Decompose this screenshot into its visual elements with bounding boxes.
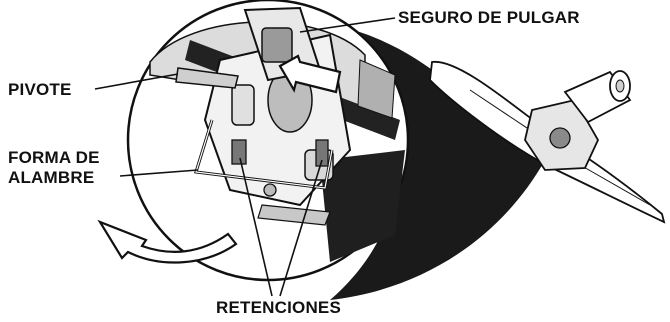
detail-circle [128,0,408,280]
label-thumb-latch: SEGURO DE PULGAR [398,8,580,28]
label-pivot: PIVOTE [8,80,72,100]
label-wire-form-line1: FORMA DE [8,148,100,168]
label-retainers: RETENCIONES [216,298,341,318]
label-wire-form-line2: ALAMBRE [8,168,94,188]
